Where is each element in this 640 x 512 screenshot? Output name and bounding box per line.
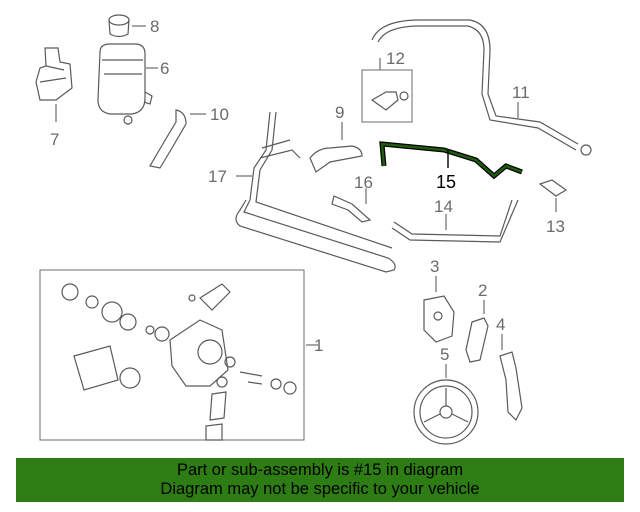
- part-9-hose[interactable]: [309, 145, 363, 173]
- callout-6[interactable]: 6: [160, 59, 169, 78]
- part-13-fitting[interactable]: [538, 179, 568, 197]
- callout-5[interactable]: 5: [440, 345, 449, 364]
- part-10-hose[interactable]: [149, 109, 187, 169]
- part-8-reservoir-cap[interactable]: [108, 14, 130, 38]
- part-1-pump-assembly[interactable]: [39, 269, 305, 441]
- callout-4[interactable]: 4: [496, 315, 505, 334]
- part-12-pressure-switch[interactable]: [361, 69, 413, 123]
- part-16-hose[interactable]: [331, 195, 372, 223]
- callout-11[interactable]: 11: [512, 83, 530, 102]
- part-15-return-line[interactable]: [379, 141, 523, 180]
- part-7-bracket[interactable]: [35, 47, 73, 101]
- callout-7[interactable]: 7: [50, 130, 59, 149]
- part-6-reservoir[interactable]: [97, 43, 153, 125]
- banner-line-2: Diagram may not be specific to your vehi…: [160, 480, 480, 498]
- callout-13[interactable]: 13: [546, 217, 565, 236]
- callout-2[interactable]: 2: [478, 281, 487, 300]
- part-17-cooler-pipe[interactable]: [235, 111, 396, 273]
- callout-15[interactable]: 15: [436, 172, 456, 192]
- part-4-bracket[interactable]: [499, 351, 523, 422]
- callout-17[interactable]: 17: [208, 167, 227, 186]
- callout-1[interactable]: 1: [314, 336, 323, 355]
- callout-9[interactable]: 9: [335, 103, 344, 122]
- callout-8[interactable]: 8: [150, 17, 159, 36]
- part-11-pressure-hose[interactable]: [371, 19, 592, 156]
- part-2-bracket[interactable]: [465, 317, 489, 363]
- callout-14[interactable]: 14: [434, 197, 453, 216]
- part-5-pulley[interactable]: [413, 379, 479, 445]
- info-banner: Part or sub-assembly is #15 in diagram D…: [16, 458, 624, 502]
- callout-10[interactable]: 10: [210, 105, 229, 124]
- callout-16[interactable]: 16: [354, 173, 373, 192]
- callout-12[interactable]: 12: [386, 49, 405, 68]
- parts-diagram: 7 8 6 10 17 9 12: [35, 14, 592, 445]
- part-14-return-pipe[interactable]: [391, 199, 519, 243]
- callout-3[interactable]: 3: [430, 257, 439, 276]
- banner-line-1: Part or sub-assembly is #15 in diagram: [176, 461, 464, 479]
- part-3-bracket[interactable]: [423, 295, 455, 343]
